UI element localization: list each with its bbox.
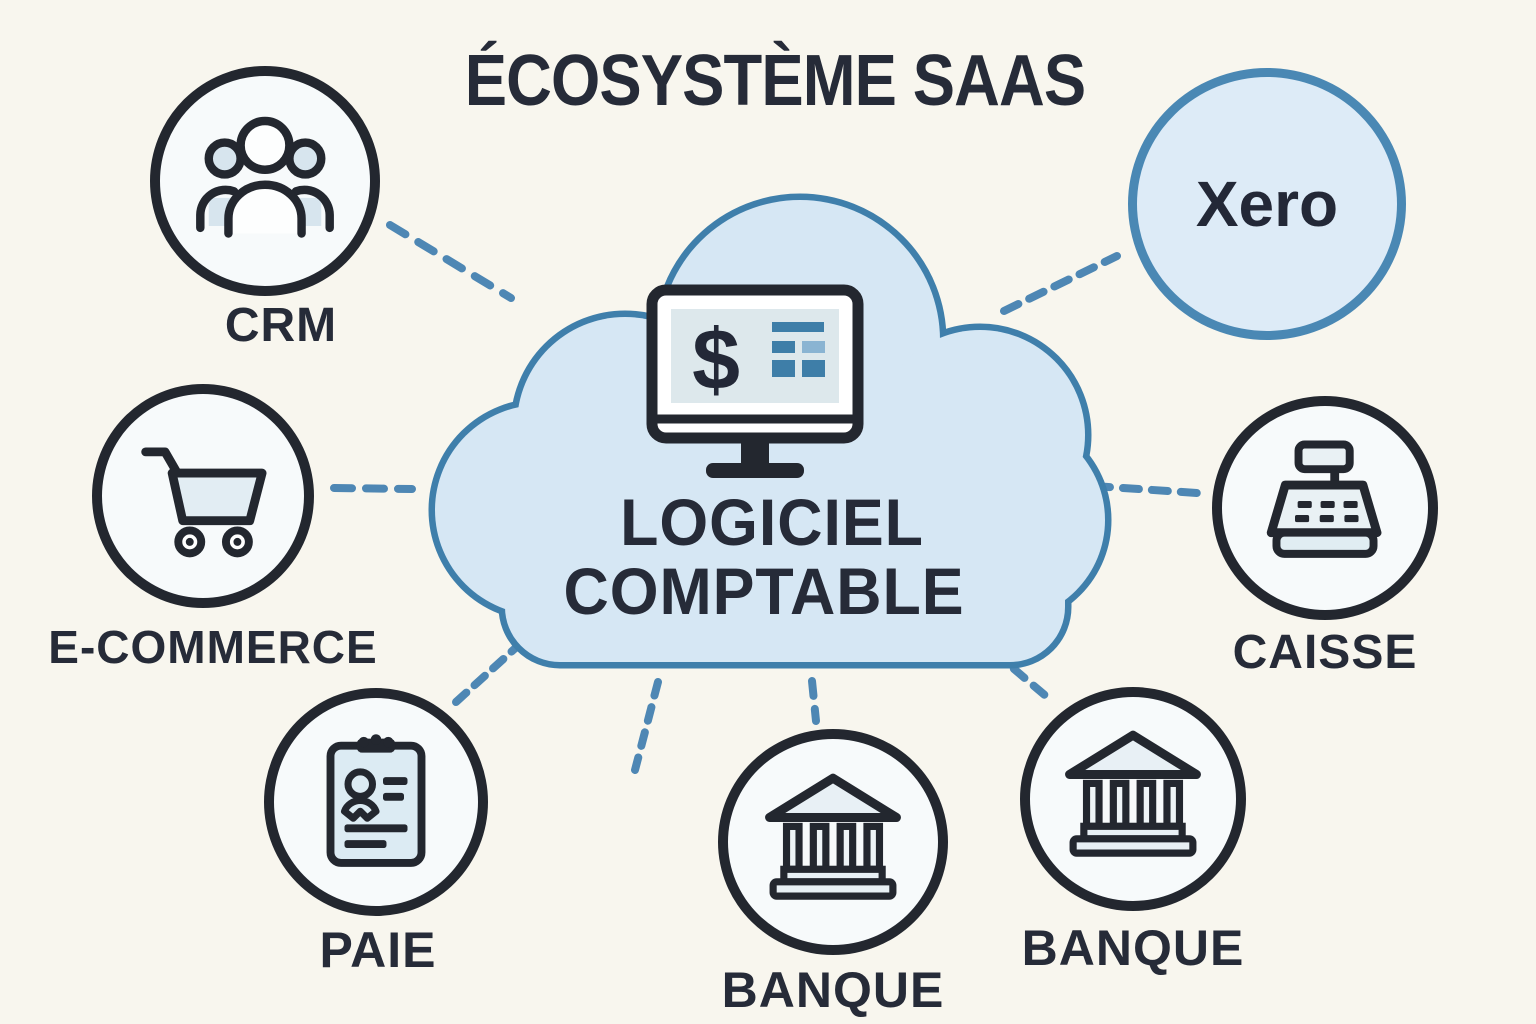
node-ecommerce bbox=[92, 384, 314, 608]
crm-people-icon bbox=[196, 116, 334, 238]
connector-banque-bottom-dashed-line bbox=[808, 677, 820, 725]
diagram-title: ÉCOSYSTÈME SAAS bbox=[464, 41, 1086, 121]
node-xero: Xero bbox=[1128, 68, 1406, 340]
central-cloud bbox=[428, 193, 1112, 669]
node-banque-bottom bbox=[718, 729, 948, 955]
monitor-stand-neck bbox=[741, 438, 769, 466]
cloud-label-line1: LOGICIEL bbox=[620, 485, 924, 559]
connector-xero-dashed-line bbox=[1000, 252, 1121, 315]
connector-caisse-dashed-line bbox=[1090, 482, 1201, 497]
accounting-monitor-icon: $ bbox=[646, 284, 864, 478]
connector-stray-dashed-line bbox=[631, 678, 662, 774]
cloud-label-line2: COMPTABLE bbox=[563, 554, 965, 628]
node-banque-bottom-label: BANQUE bbox=[721, 962, 945, 1018]
bank-building-icon bbox=[1065, 730, 1201, 857]
bank-building-icon bbox=[765, 773, 901, 900]
dollar-sign: $ bbox=[692, 312, 740, 408]
cash-register-icon bbox=[1266, 440, 1382, 558]
payroll-clipboard-icon bbox=[326, 733, 426, 867]
node-banque-right bbox=[1020, 687, 1246, 911]
node-ecommerce-label: E-COMMERCE bbox=[48, 621, 378, 673]
node-paie-label: PAIE bbox=[319, 922, 437, 978]
node-caisse bbox=[1212, 396, 1438, 620]
node-caisse-label: CAISSE bbox=[1232, 626, 1418, 679]
node-paie bbox=[264, 688, 488, 916]
monitor-stand-base bbox=[706, 463, 804, 478]
connector-ecommerce-dashed-line bbox=[330, 484, 416, 493]
shopping-cart-icon bbox=[141, 447, 267, 558]
node-banque-right-label: BANQUE bbox=[1021, 920, 1245, 976]
node-xero-label: Xero bbox=[1195, 168, 1339, 240]
connector-crm-dashed-line bbox=[386, 221, 515, 302]
node-crm bbox=[150, 66, 380, 296]
connector-paie-dashed-line bbox=[452, 639, 525, 706]
spreadsheet-icon bbox=[772, 322, 825, 377]
node-crm-label: CRM bbox=[224, 299, 338, 352]
